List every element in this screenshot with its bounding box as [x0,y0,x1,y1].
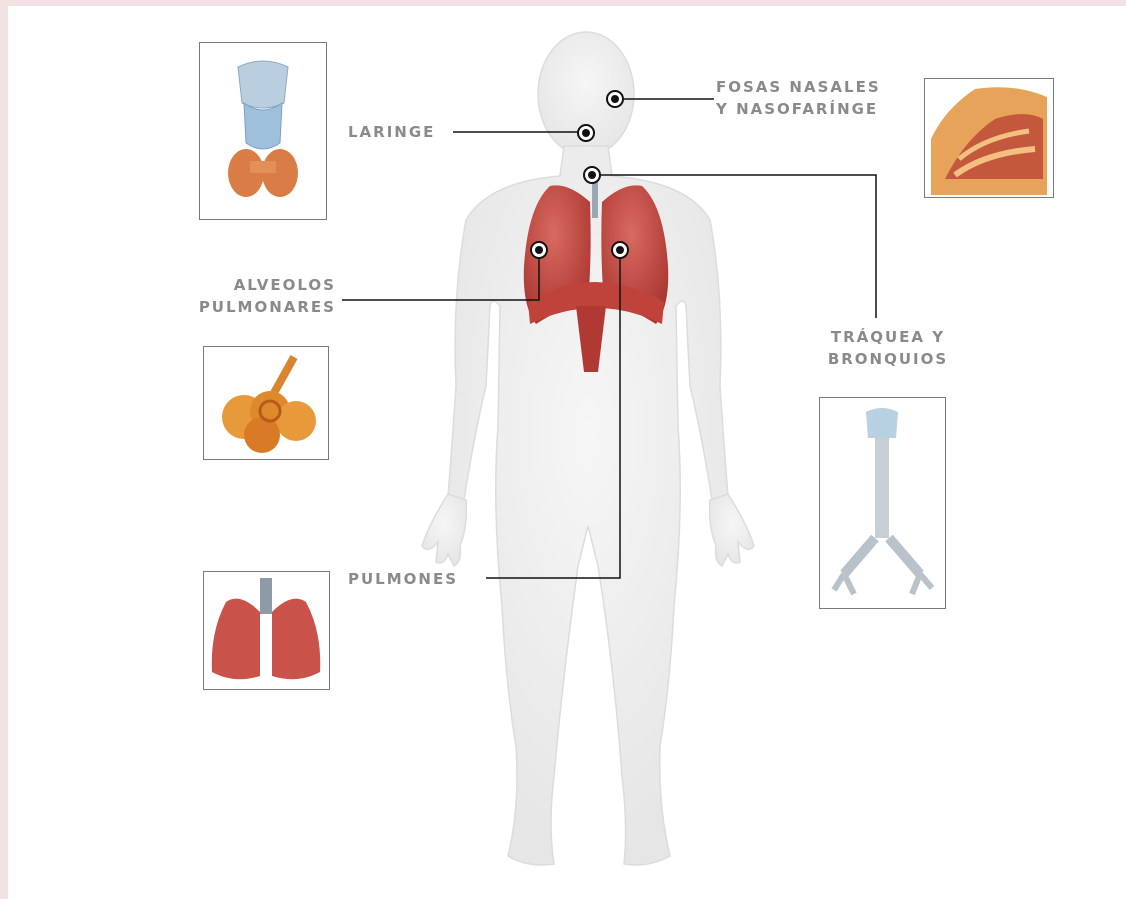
label-fosas-nasales: FOSAS NASALES Y NASOFARÍNGE [716,76,881,120]
label-traquea: TRÁQUEA Y BRONQUIOS [798,326,978,370]
lungs-card [203,571,330,690]
label-laringe: LARINGE [348,121,435,143]
nasal-card [924,78,1054,198]
alveoli-illustration-icon [204,347,328,459]
larynx-illustration-icon [200,43,326,219]
label-alveolos: ALVEOLOS PULMONARES [168,274,336,318]
larynx-card [199,42,327,220]
label-pulmones: PULMONES [348,568,458,590]
lungs-illustration-icon [204,572,329,689]
human-silhouette [422,32,754,865]
nasal-cavity-illustration-icon [925,79,1053,197]
trachea-card [819,397,946,609]
diagram-stage: LARINGE FOSAS NASALES Y NASOFARÍNGE ALVE… [8,6,1126,899]
alveoli-card [203,346,329,460]
trachea-bronchi-illustration-icon [820,398,945,608]
